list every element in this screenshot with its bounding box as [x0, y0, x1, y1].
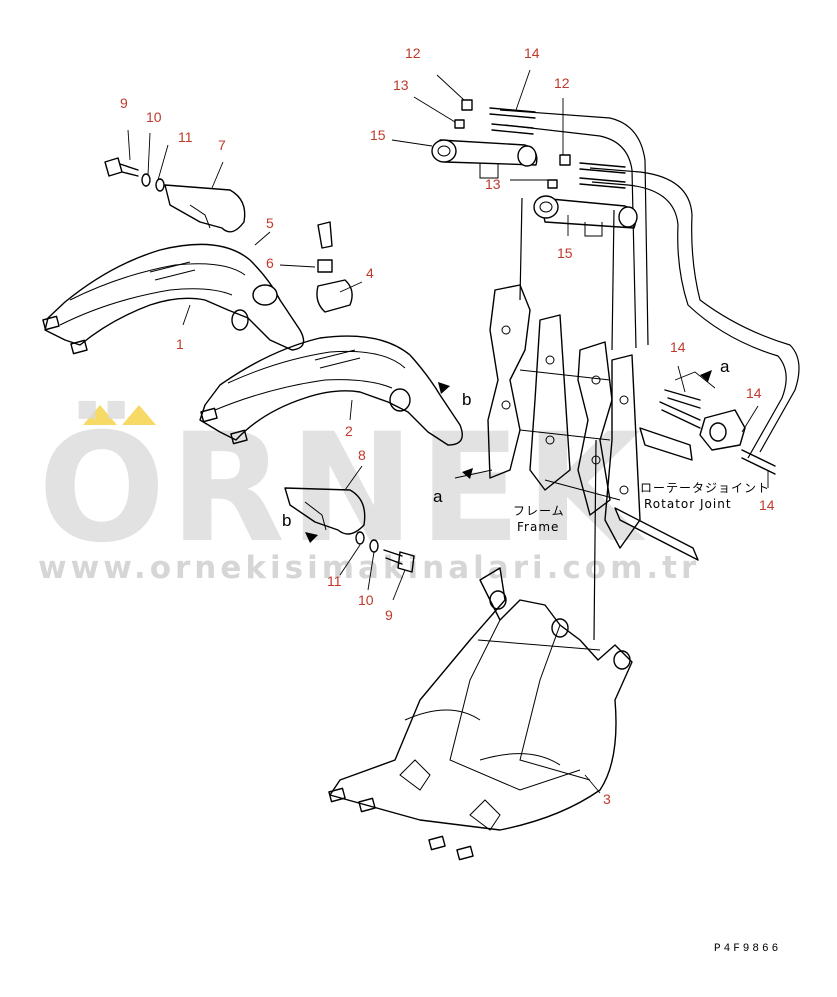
callout-11-lower: 11: [327, 573, 342, 589]
fittings-top: [454, 99, 626, 189]
part-8-cover: [284, 487, 366, 535]
watermark-brand: ÖRNEK: [38, 400, 646, 576]
label-b-left: b: [282, 511, 291, 530]
callout-4: 4: [366, 265, 374, 281]
callout-15-lower: 15: [557, 245, 573, 261]
part-1-arm: [42, 243, 305, 355]
callout-10-lower: 10: [358, 592, 374, 608]
label-frame-jp: フレーム: [513, 504, 565, 518]
callout-1: 1: [176, 336, 184, 352]
callout-9-upper: 9: [120, 95, 128, 111]
label-rotator-jp: ローテータジョイント: [640, 481, 770, 495]
callout-14-right-lower: 14: [759, 497, 775, 513]
callout-6: 6: [266, 255, 274, 271]
watermark-dot-right: [122, 405, 156, 425]
part-3-arms: [328, 567, 633, 861]
callout-2: 2: [345, 423, 353, 439]
watermark-url: www.ornekisimakinalari.com.tr: [38, 550, 700, 586]
callout-9-lower: 9: [385, 607, 393, 623]
label-rotator-en: Rotator Joint: [644, 497, 732, 511]
callout-14-right-upper: 14: [670, 339, 686, 355]
callout-7: 7: [218, 137, 226, 153]
reference-labels: a a b b フレーム Frame ローテータジョイント Rotator Jo…: [282, 357, 781, 955]
cylinder-upper: [431, 139, 538, 179]
label-a-left: a: [433, 487, 443, 506]
frame: [487, 284, 699, 561]
label-frame-en: Frame: [517, 520, 559, 534]
callout-15-upper: 15: [370, 127, 386, 143]
direction-arrows: [305, 370, 712, 543]
callout-12-left: 12: [405, 45, 421, 61]
part-2-arm: [199, 335, 463, 446]
label-a-top: a: [720, 357, 730, 376]
callout-8: 8: [358, 447, 366, 463]
bolt-nut-bracket: [316, 221, 353, 313]
callout-11-upper: 11: [178, 129, 193, 145]
callout-13-right: 13: [485, 176, 501, 192]
callout-10-upper: 10: [146, 109, 162, 125]
callout-14-right: 14: [746, 385, 762, 401]
bolt-set-upper: [104, 157, 165, 192]
label-b-right: b: [462, 390, 471, 409]
callout-14-top: 14: [524, 45, 540, 61]
drawing-code: P4F9866: [714, 943, 781, 955]
callout-12-right: 12: [554, 75, 570, 91]
callout-13-left: 13: [393, 77, 409, 93]
hydraulic-hoses: [499, 109, 800, 641]
leader-lines: [127, 69, 769, 794]
watermark-dot-left: [83, 405, 117, 425]
part-7-cover: [164, 184, 246, 233]
rotator-joint: [659, 389, 776, 475]
watermark: ÖRNEK www.ornekisimakinalari.com.tr: [38, 400, 700, 586]
cylinder-lower: [533, 195, 638, 237]
callout-3: 3: [603, 791, 611, 807]
callout-numbers: 9 10 11 7 5 6 4 1 2 12 13 14 12 15 13 15…: [120, 45, 775, 807]
callout-5: 5: [266, 215, 274, 231]
